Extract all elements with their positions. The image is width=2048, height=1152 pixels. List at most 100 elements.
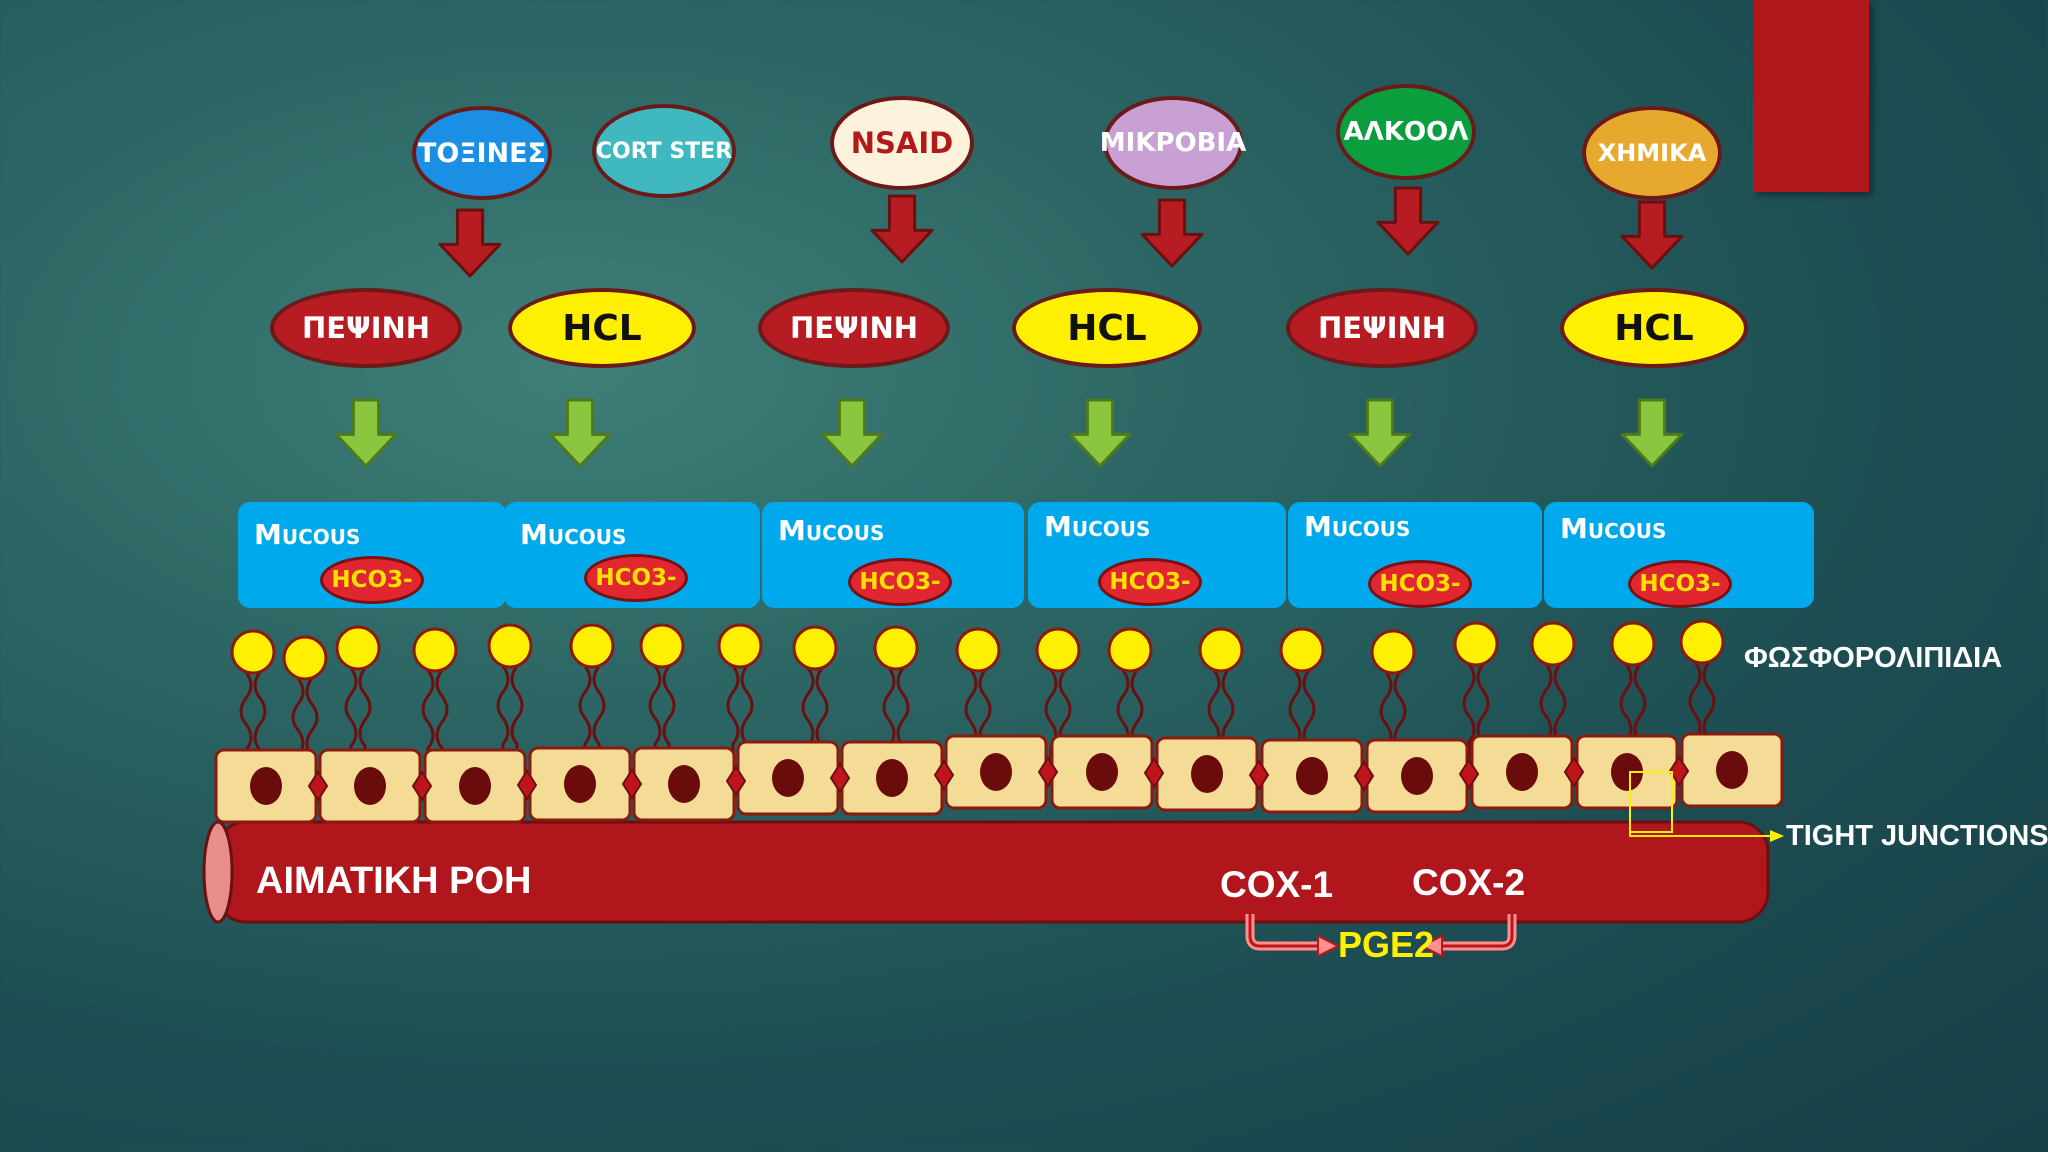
cell-nucleus [1296, 757, 1328, 795]
lipid-tail [1462, 663, 1476, 758]
tight-junction-pointer-line [1629, 832, 1770, 837]
mucous-layer-3: Mucous HCO3- [762, 502, 1024, 608]
red-arrow-1 [438, 208, 502, 278]
lipid-tail [1633, 663, 1647, 758]
green-arrow-4 [1068, 398, 1132, 468]
green-arrow-5 [1348, 398, 1412, 468]
blood-flow-label: ΑΙΜΑΤΙΚΗ ΡΟΗ [256, 860, 532, 902]
blood-vessel-opening [202, 820, 234, 924]
secretion-hcl-1: HCL [508, 288, 696, 368]
mucous-layer-2: Mucous HCO3- [504, 502, 760, 608]
mucous-label: Mucous [520, 518, 627, 551]
cell-nucleus [1191, 755, 1223, 793]
mucous-layer-4: Mucous HCO3- [1028, 502, 1286, 608]
tight-junction-pointer-arrowhead [1770, 830, 1784, 842]
tight-junction [1458, 758, 1480, 790]
tight-junction [1143, 757, 1165, 789]
secretion-hcl-3: HCL [1560, 288, 1748, 368]
cox2-label: COX-2 [1412, 862, 1526, 903]
phospholipid-head [335, 625, 381, 671]
lipid-tail [435, 669, 449, 764]
tight-junction-highlight [1629, 771, 1673, 833]
tight-junction [933, 759, 955, 791]
lipid-tail [1302, 669, 1316, 764]
mucous-layer-6: Mucous HCO3- [1544, 502, 1814, 608]
mucous-label: Mucous [254, 518, 361, 551]
cox1-label: COX-1 [1220, 864, 1334, 905]
red-arrow-4 [1376, 186, 1440, 256]
cell-nucleus [1506, 753, 1538, 791]
bicarbonate-badge: HCO3- [320, 556, 424, 604]
phospholipid-head [717, 623, 763, 669]
tight-junction [1037, 756, 1059, 788]
lipid-tail [1702, 661, 1716, 756]
cell-nucleus [354, 767, 386, 805]
phospholipid-head [639, 623, 685, 669]
green-arrow-3 [820, 398, 884, 468]
secretion-pepsin-2: ΠΕΨΙΝΗ [758, 288, 950, 368]
mucous-label: Mucous [1560, 512, 1667, 545]
lipid-tail [801, 667, 815, 762]
agent-toxins: ΤΟΞΙΝΕΣ [412, 106, 552, 200]
secretion-hcl-2: HCL [1012, 288, 1202, 368]
lipid-tail [291, 677, 305, 772]
phospholipid-head [1370, 629, 1416, 675]
lipid-tail [510, 665, 524, 760]
mucous-layer-5: Mucous HCO3- [1288, 502, 1542, 608]
phospholipid-head [487, 623, 533, 669]
cox1-arrow-core [1248, 914, 1320, 948]
phospholipid-head [873, 625, 919, 671]
phospholipid-head [230, 629, 276, 675]
phospholipid-head [1035, 627, 1081, 673]
bicarbonate-badge: HCO3- [1628, 560, 1732, 608]
lipid-tail [358, 667, 372, 762]
red-arrow-2 [870, 194, 934, 264]
cell-nucleus [876, 759, 908, 797]
lipid-tail [740, 665, 754, 760]
green-arrow-1 [334, 398, 398, 468]
cell-nucleus [1086, 753, 1118, 791]
lipid-tail [1476, 663, 1490, 758]
lipid-tail [648, 665, 662, 760]
lipid-tail [882, 667, 896, 762]
phospholipid-head [569, 623, 615, 669]
phospholipid-head [412, 627, 458, 673]
phospholipid-head [1679, 619, 1725, 665]
tight-junction [829, 762, 851, 794]
tight-junction [1353, 760, 1375, 792]
lipid-tail [305, 677, 319, 772]
bicarbonate-badge: HCO3- [848, 558, 952, 606]
lipid-tail [592, 665, 606, 760]
bicarbonate-badge: HCO3- [1098, 558, 1202, 606]
cox1-arrowhead [1317, 934, 1341, 958]
lipid-tail [1688, 661, 1702, 756]
agent-alcohol: ΑΛΚΟΟΛ [1336, 84, 1476, 180]
mucous-label: Mucous [1044, 510, 1151, 543]
secretion-pepsin-3: ΠΕΨΙΝΗ [1286, 288, 1478, 368]
lipid-tail [421, 669, 435, 764]
tight-junction [516, 769, 538, 801]
bicarbonate-badge: HCO3- [1368, 560, 1472, 608]
lipid-tail [253, 671, 267, 766]
tight-junction [725, 765, 747, 797]
bicarbonate-badge: HCO3- [584, 554, 688, 602]
pge2-label: PGE2 [1338, 924, 1435, 965]
phospholipids-label: ΦΩΣΦΟΡΟΛΙΠΙΔΙΑ [1744, 642, 2003, 674]
cell-nucleus [772, 759, 804, 797]
lipid-tail [496, 665, 510, 760]
phospholipid-head [1279, 627, 1325, 673]
lipid-tail [815, 667, 829, 762]
cell-nucleus [459, 767, 491, 805]
phospholipid-head [1198, 627, 1244, 673]
tight-junction [1563, 756, 1585, 788]
agent-cort-ster: CORT STER [592, 104, 736, 198]
cell-nucleus [1401, 757, 1433, 795]
red-arrow-3 [1140, 198, 1204, 268]
agent-nsaid: NSAID [830, 96, 974, 190]
lipid-tail [662, 665, 676, 760]
secretion-pepsin-1: ΠΕΨΙΝΗ [270, 288, 462, 368]
tight-junction [1668, 755, 1690, 787]
mucous-label: Mucous [778, 514, 885, 547]
cell-nucleus [564, 765, 596, 803]
